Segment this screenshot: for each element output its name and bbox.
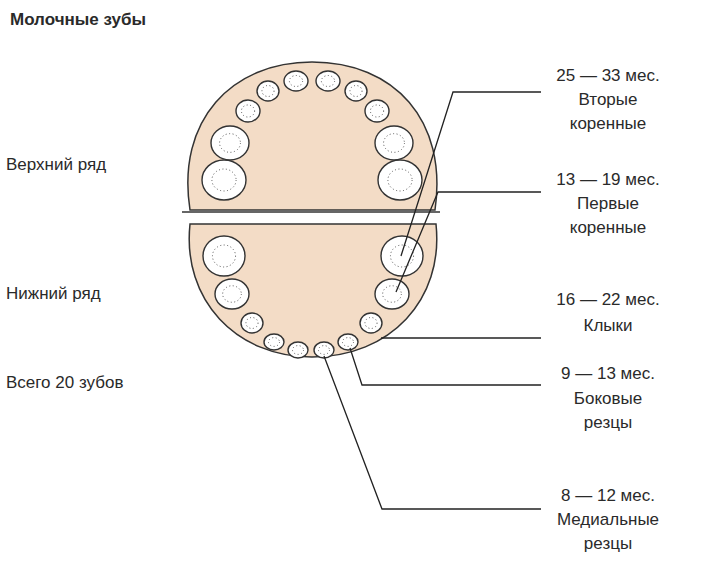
tooth-cusp [365, 318, 377, 329]
tooth [365, 100, 389, 122]
tooth [203, 236, 245, 276]
tooth [338, 334, 358, 350]
tooth-cusp [388, 169, 412, 191]
tooth-cusp [370, 105, 383, 117]
tooth [375, 279, 409, 309]
tooth-cusp [212, 169, 236, 191]
leader-line [324, 356, 541, 509]
tooth-cusp [293, 346, 304, 355]
leader-lines [324, 92, 541, 509]
tooth [257, 81, 279, 101]
leader-line [396, 192, 541, 292]
tooth-cusp [350, 86, 362, 97]
tooth-cusp [269, 338, 280, 347]
tooth [316, 71, 340, 91]
tooth-cusp [319, 346, 330, 355]
lower-jaw [189, 224, 437, 357]
diagram-title: Молочные зубы [10, 8, 146, 32]
tooth-cusp [220, 134, 241, 153]
tooth [345, 81, 367, 101]
tooth-cusp [289, 76, 302, 87]
age-range: 9 — 13 мес. [546, 362, 670, 386]
age-range: 13 — 19 мес. [546, 168, 670, 192]
tooth-name: Первые коренные [552, 192, 664, 240]
tooth-cusp [241, 105, 254, 117]
age-range: 8 — 12 мес. [546, 484, 670, 508]
tooth-cusp [262, 86, 274, 97]
total-note: Всего 20 зубов [6, 371, 123, 395]
tooth-cusp [223, 286, 242, 303]
row-label: Нижний ряд [6, 282, 101, 306]
tooth [360, 313, 382, 333]
tooth [211, 126, 249, 160]
tooth-name: Вторые коренные [552, 88, 664, 136]
tooth [314, 342, 334, 358]
tooth-cusp [343, 338, 354, 347]
tooth-cusp [390, 245, 413, 267]
age-range: 16 — 22 мес. [546, 288, 670, 312]
upper-jaw [188, 62, 437, 210]
tooth [241, 313, 263, 333]
divider-line [182, 211, 440, 213]
tooth [284, 71, 308, 91]
row-label: Верхний ряд [6, 153, 106, 177]
tooth [215, 279, 249, 309]
tooth-name: Клыки [552, 314, 664, 338]
tooth [375, 126, 413, 160]
leader-line [381, 337, 541, 338]
tooth-name: Боковые резцы [552, 387, 664, 435]
teeth [202, 71, 423, 358]
tooth [236, 100, 260, 122]
tooth-cusp [321, 76, 334, 87]
tooth-cusp [384, 134, 405, 153]
tooth [264, 334, 284, 350]
tooth-cusp [246, 318, 258, 329]
tooth-name: Медиальные резцы [552, 508, 664, 556]
age-range: 25 — 33 мес. [546, 64, 670, 88]
tooth [202, 160, 246, 200]
tooth-cusp [383, 286, 402, 303]
leader-line [350, 348, 541, 385]
tooth [378, 160, 422, 200]
tooth-cusp [212, 245, 235, 267]
tooth [288, 342, 308, 358]
